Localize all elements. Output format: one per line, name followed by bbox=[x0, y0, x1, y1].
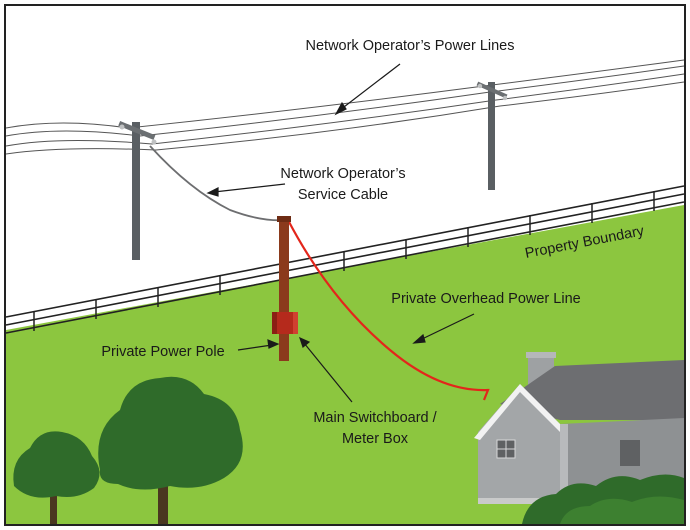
arrowhead-meter-box bbox=[299, 336, 311, 349]
property-boundary-fence bbox=[5, 185, 685, 334]
private-overhead-line bbox=[287, 219, 490, 401]
label-power-pole: Private Power Pole bbox=[101, 344, 224, 360]
label-overhead-line: Private Overhead Power Line bbox=[391, 291, 580, 307]
meter-box bbox=[272, 312, 298, 334]
arrowhead-power-pole bbox=[267, 339, 280, 349]
tree-large bbox=[98, 376, 243, 524]
service-cable bbox=[149, 145, 287, 222]
bushes bbox=[522, 474, 684, 524]
arrow-power-lines bbox=[339, 63, 401, 111]
network-pole-right bbox=[476, 81, 508, 190]
label-service-cable-line1: Network Operator’s bbox=[280, 166, 405, 182]
arrow-service-cable bbox=[213, 183, 286, 193]
arrow-power-pole bbox=[237, 344, 273, 351]
label-switchboard-line2: Meter Box bbox=[342, 431, 409, 447]
label-arrows bbox=[206, 63, 475, 403]
network-power-lines bbox=[5, 59, 685, 155]
arrow-meter-box bbox=[303, 342, 353, 403]
tree-small bbox=[13, 431, 100, 524]
private-power-pole bbox=[277, 216, 291, 361]
arrowhead-service-cable bbox=[206, 187, 219, 197]
label-switchboard-line1: Main Switchboard / bbox=[313, 410, 437, 426]
arrowhead-power-lines bbox=[334, 101, 347, 116]
label-power-lines: Network Operator’s Power Lines bbox=[306, 38, 515, 54]
label-service-cable-line2: Service Cable bbox=[298, 187, 388, 203]
frame-border bbox=[4, 4, 686, 526]
arrow-overhead-line bbox=[419, 313, 475, 341]
arrowhead-overhead-line bbox=[412, 333, 426, 344]
fence-posts bbox=[33, 191, 655, 331]
network-pole-left bbox=[118, 121, 157, 260]
